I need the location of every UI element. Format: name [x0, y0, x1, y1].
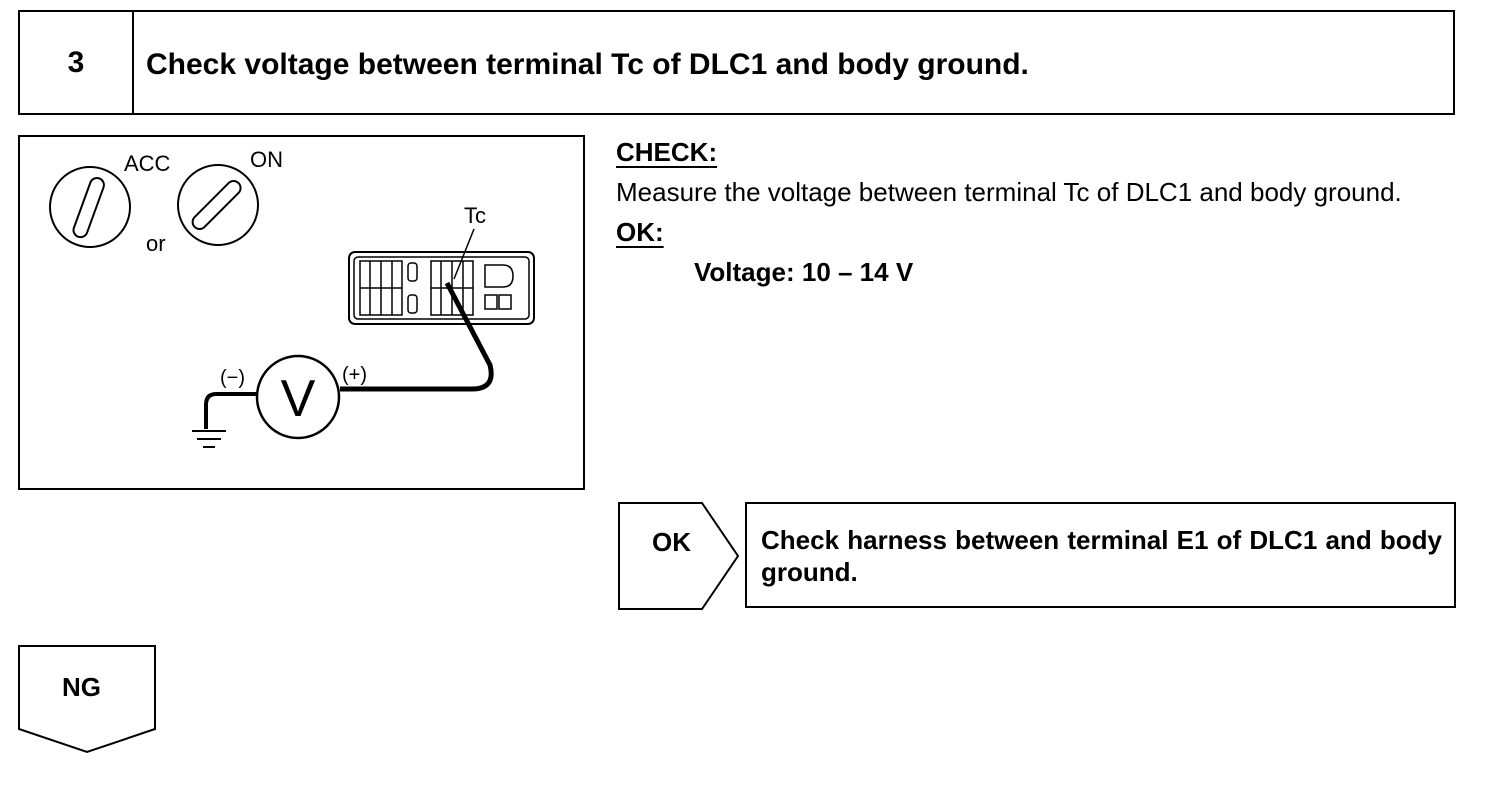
acc-label: ACC — [124, 151, 171, 176]
tc-terminal-label: Tc — [464, 203, 486, 228]
positive-label: (+) — [342, 364, 367, 386]
step-number: 3 — [20, 12, 134, 113]
voltage-test-diagram: ACC ON or Tc — [49, 147, 535, 448]
ok-action-box: Check harness between terminal E1 of DLC… — [745, 502, 1456, 608]
step-header: 3 Check voltage between terminal Tc of D… — [18, 10, 1455, 115]
ok-branch-arrow — [618, 502, 740, 610]
ignition-key-acc-icon — [49, 166, 131, 248]
check-heading: CHECK: — [616, 137, 718, 167]
voltmeter-symbol: V — [281, 370, 316, 428]
check-instruction: Measure the voltage between terminal Tc … — [616, 177, 1402, 207]
step-title: Check voltage between terminal Tc of DLC… — [146, 48, 1029, 81]
ok-action-text: Check harness between terminal E1 of DLC… — [761, 525, 1442, 587]
check-section: CHECK: Measure the voltage between termi… — [616, 132, 1458, 292]
ng-branch-arrow — [18, 645, 156, 754]
ng-branch-label: NG — [62, 672, 101, 702]
ignition-key-on-icon — [177, 164, 259, 246]
wiring-illustration: ACC ON or Tc — [18, 135, 585, 490]
or-label: or — [146, 231, 166, 256]
negative-label: (−) — [220, 367, 245, 389]
ground-symbol-icon — [192, 430, 226, 448]
on-label: ON — [250, 147, 283, 172]
ok-spec-heading: OK: — [616, 217, 664, 247]
voltage-spec: Voltage: 10 – 14 V — [694, 257, 914, 287]
positive-probe-wire — [340, 281, 494, 392]
negative-probe-wire — [204, 392, 257, 429]
ok-branch-label: OK — [652, 527, 691, 557]
dlc1-connector-icon — [348, 251, 535, 325]
voltmeter-icon — [255, 354, 341, 440]
tc-leader-line — [453, 228, 475, 280]
